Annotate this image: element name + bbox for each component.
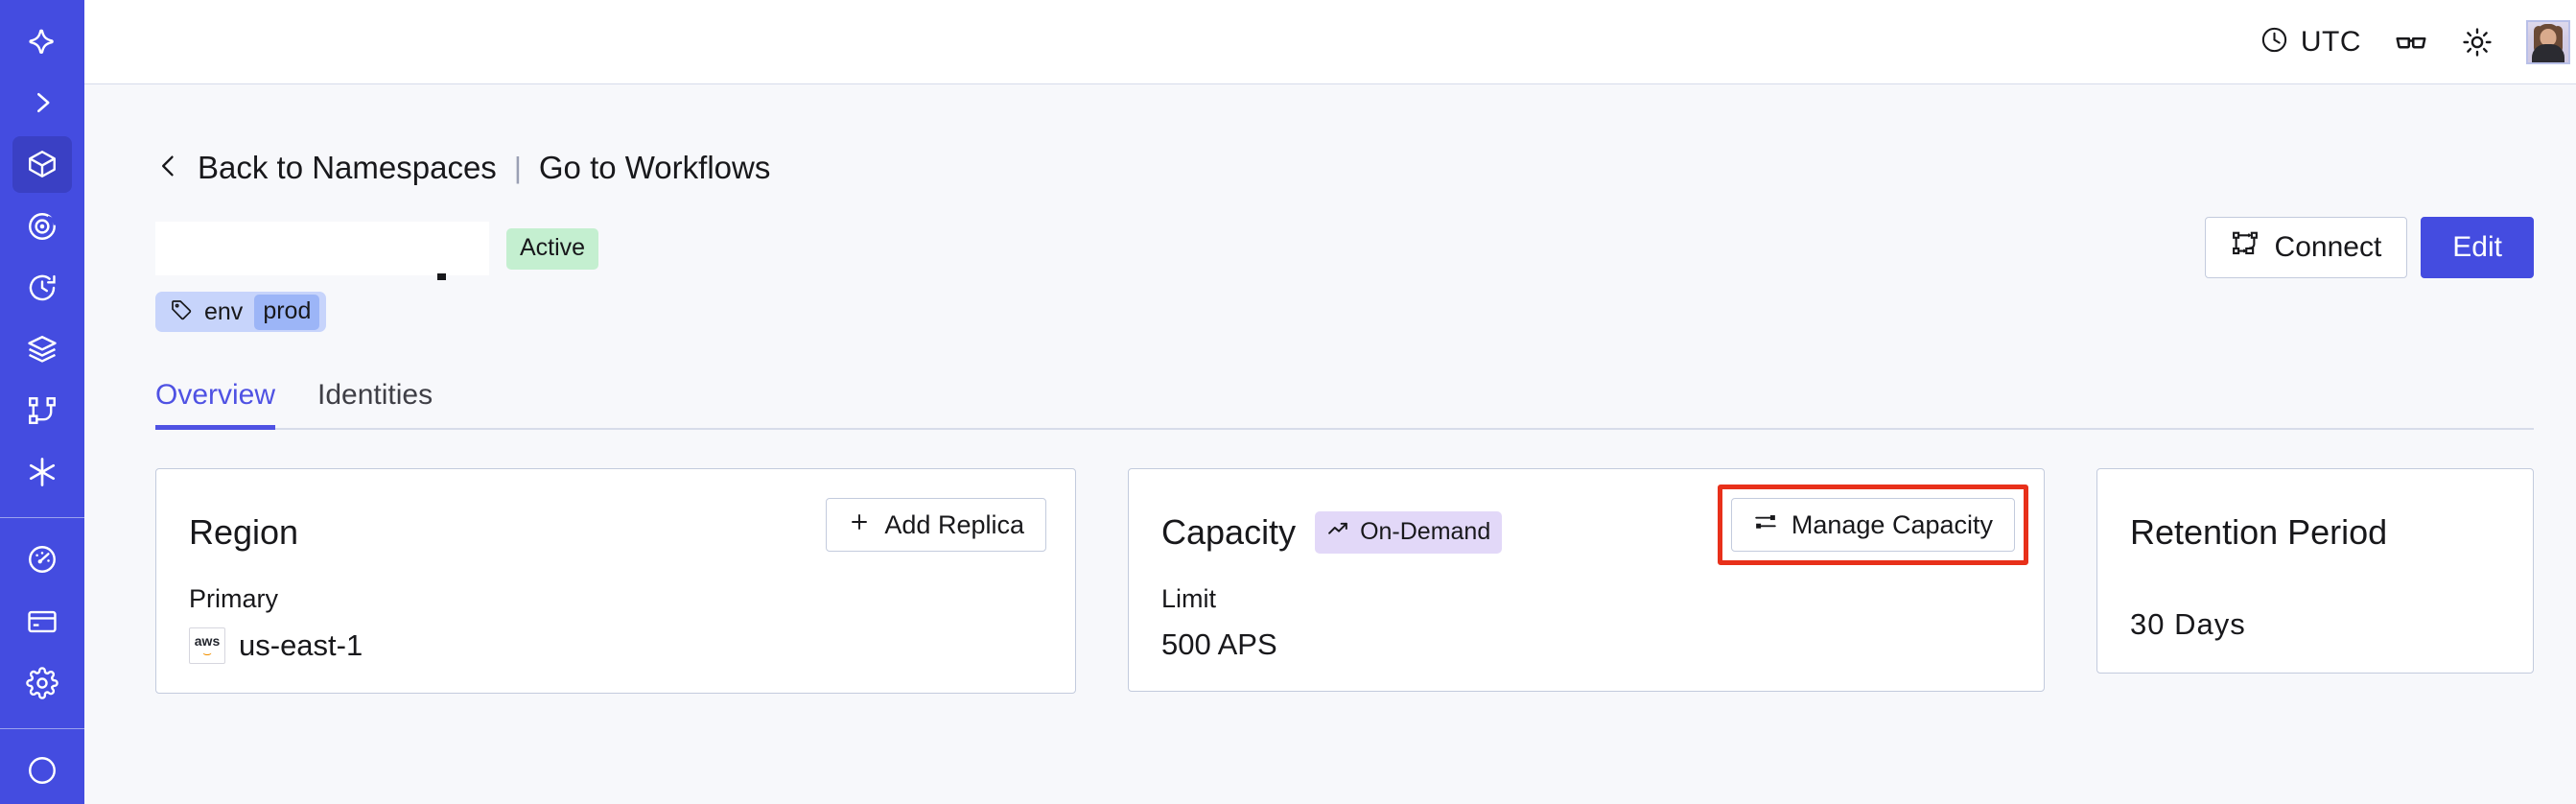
retention-card-title: Retention Period xyxy=(2130,512,2388,552)
aws-logo: aws ⌣ xyxy=(189,627,225,664)
manage-capacity-label: Manage Capacity xyxy=(1791,509,1993,539)
timezone-selector[interactable]: UTC xyxy=(2260,25,2361,59)
region-primary-value: us-east-1 xyxy=(239,628,363,662)
on-demand-badge: On-Demand xyxy=(1315,511,1503,554)
sidebar-expand-chevron-right-icon[interactable] xyxy=(12,75,72,130)
temporal-star-logo-icon[interactable] xyxy=(12,13,72,69)
sidebar-item-nexus[interactable] xyxy=(12,444,72,500)
sidebar-item-usage[interactable] xyxy=(12,532,72,587)
sidebar-divider-bottom xyxy=(0,727,84,729)
capacity-card-title: Capacity xyxy=(1161,512,1297,552)
region-primary-value-row: aws ⌣ us-east-1 xyxy=(189,627,1042,664)
sidebar-item-billing[interactable] xyxy=(12,593,72,649)
aws-logo-smile: ⌣ xyxy=(202,645,212,662)
main-area: UTC xyxy=(84,0,2576,804)
tab-overview[interactable]: Overview xyxy=(155,379,276,430)
top-bar: UTC xyxy=(84,0,2576,84)
sidebar xyxy=(0,0,84,804)
title-descender-mark xyxy=(437,273,446,280)
capacity-limit-value: 500 APS xyxy=(1161,627,1277,661)
breadcrumb-separator: | xyxy=(513,151,522,184)
sidebar-item-observability[interactable] xyxy=(12,199,72,254)
on-demand-badge-label: On-Demand xyxy=(1360,517,1491,545)
connect-button-label: Connect xyxy=(2274,231,2382,263)
page-content: Back to Namespaces | Go to Workflows Act… xyxy=(84,84,2576,804)
tag-icon xyxy=(170,298,193,326)
add-replica-label: Add Replica xyxy=(884,509,1024,539)
capacity-card: Capacity On-Demand xyxy=(1128,468,2045,692)
header-actions: Connect Edit xyxy=(2204,217,2534,278)
tag-value: prod xyxy=(254,294,320,330)
chevron-left-icon[interactable] xyxy=(155,151,182,186)
workflow-connect-icon xyxy=(2231,229,2260,266)
edit-button[interactable]: Edit xyxy=(2421,217,2534,278)
timezone-label: UTC xyxy=(2300,25,2361,58)
trend-up-icon xyxy=(1326,516,1350,547)
go-to-workflows-link[interactable]: Go to Workflows xyxy=(538,150,771,185)
back-to-namespaces-link[interactable]: Back to Namespaces xyxy=(198,150,497,185)
region-card-action: Add Replica xyxy=(826,498,1046,552)
region-card: Region Add Replica Primary xyxy=(155,468,1076,694)
retention-card: Retention Period 30 Days xyxy=(2096,468,2534,674)
sun-icon[interactable] xyxy=(2461,26,2494,59)
region-card-title: Region xyxy=(189,512,299,552)
namespace-tags: env prod xyxy=(155,292,2534,332)
sidebar-item-workflows[interactable] xyxy=(12,383,72,438)
sliders-icon xyxy=(1753,509,1778,541)
plus-icon xyxy=(848,510,871,540)
tab-bar: Overview Identities xyxy=(155,370,2534,430)
tab-identities[interactable]: Identities xyxy=(317,379,433,411)
status-badge: Active xyxy=(506,227,599,270)
tag-key: env xyxy=(204,297,244,325)
tag-chip-env[interactable]: env prod xyxy=(155,292,327,332)
retention-value: 30 Days xyxy=(2130,607,2246,641)
sidebar-item-help[interactable] xyxy=(12,743,72,798)
region-primary-label: Primary xyxy=(189,584,278,613)
manage-capacity-button[interactable]: Manage Capacity xyxy=(1730,498,2015,552)
region-card-head: Region xyxy=(189,502,1042,563)
edit-button-label: Edit xyxy=(2452,231,2502,263)
add-replica-button[interactable]: Add Replica xyxy=(826,498,1046,552)
overview-cards: Region Add Replica Primary xyxy=(155,468,2534,694)
page-title xyxy=(155,222,489,275)
sidebar-divider-top xyxy=(0,517,84,519)
namespace-title-row: Active xyxy=(155,217,2534,280)
user-avatar[interactable] xyxy=(2526,19,2570,64)
sidebar-item-namespaces[interactable] xyxy=(12,136,72,193)
connect-button[interactable]: Connect xyxy=(2204,217,2408,278)
sidebar-item-settings[interactable] xyxy=(12,655,72,711)
aws-logo-text: aws xyxy=(194,632,221,649)
manage-capacity-annotation-box: Manage Capacity xyxy=(1717,485,2028,565)
capacity-card-head: Capacity On-Demand xyxy=(1161,502,2011,563)
clock-icon xyxy=(2260,25,2289,59)
glasses-icon[interactable] xyxy=(2394,25,2428,59)
capacity-limit-label: Limit xyxy=(1161,584,1217,613)
retention-card-head: Retention Period xyxy=(2130,502,2500,563)
breadcrumb: Back to Namespaces | Go to Workflows xyxy=(155,150,2534,186)
sidebar-item-deployments[interactable] xyxy=(12,321,72,377)
sidebar-item-schedules[interactable] xyxy=(12,260,72,316)
